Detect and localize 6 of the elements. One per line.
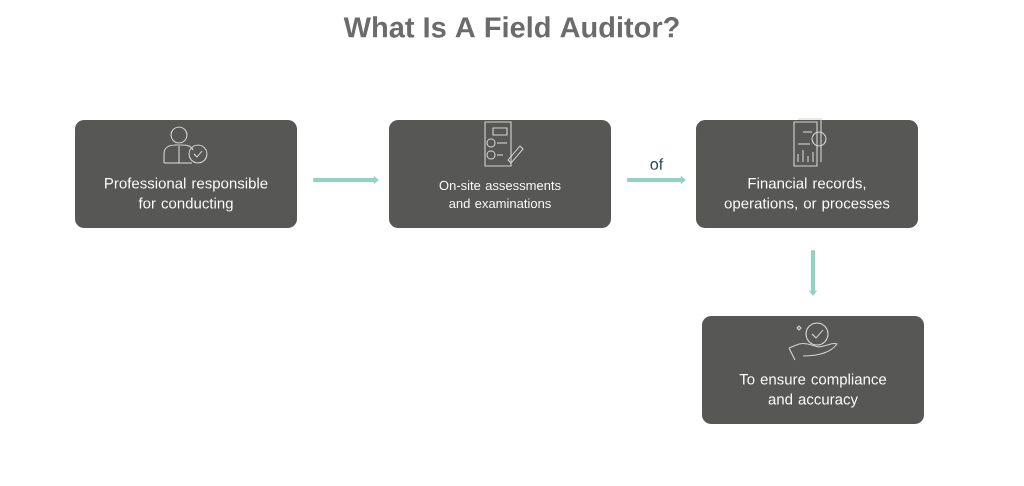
process-box: To ensure compliance and accuracy (702, 316, 924, 424)
process-box: Financial records, operations, or processes (696, 120, 918, 228)
process-box: On-site assessments and examinations (389, 120, 611, 228)
edge-label: of (650, 158, 664, 170)
title: What Is A Field Auditor? (343, 16, 679, 38)
process-box: Professional responsible for conducting (75, 120, 297, 228)
